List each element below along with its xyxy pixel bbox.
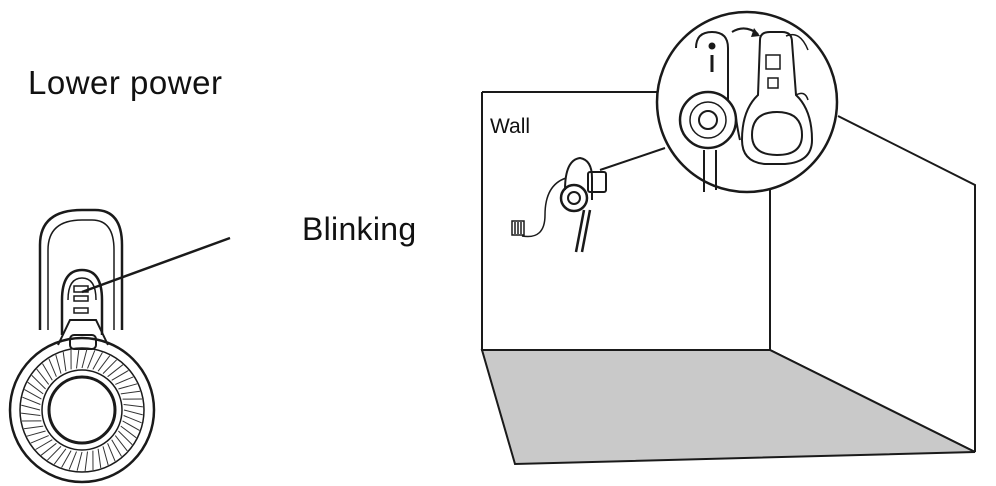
wall-mount-bracket-icon (655, 10, 839, 194)
floor (480, 349, 976, 466)
vacuum-handheld-icon (8, 208, 156, 484)
vacuum-grille (21, 349, 143, 471)
lower-power-label: Lower power (28, 64, 223, 101)
wall-label: Wall (490, 115, 531, 138)
blinking-label: Blinking (302, 211, 417, 247)
blinking-pointer-line (81, 236, 231, 294)
vacuum-on-wall-icon (521, 156, 607, 253)
callout-line (599, 147, 666, 171)
charger-plug-icon (511, 220, 525, 236)
